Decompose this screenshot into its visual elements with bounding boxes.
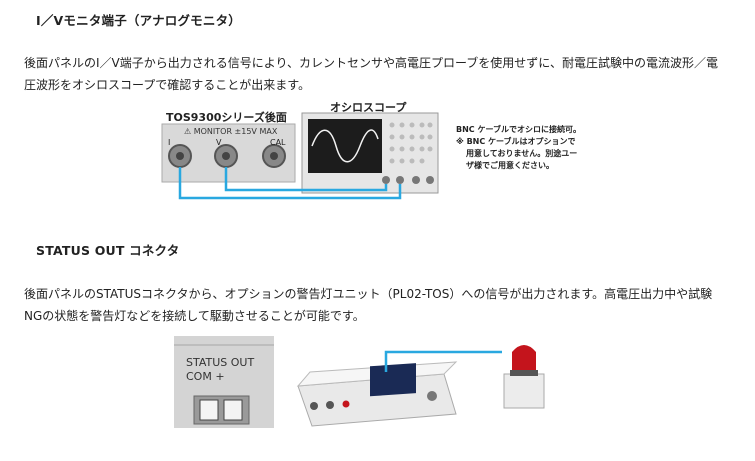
section-paragraph-status-out: 後面パネルのSTATUSコネクタから、オプションの警告灯ユニット（PL02-TO… [24,287,713,323]
warning-lamp-base [503,373,545,409]
port-label-v: V [216,138,222,147]
scope-input-ch1 [382,176,390,184]
tester-display [370,363,416,397]
figure-status-out-drawing [174,336,545,428]
status-out-label-line1: STATUS OUT [186,356,255,369]
figure-iv-monitor-drawing [161,112,439,200]
figure-status-out: STATUS OUT COM + [174,334,550,430]
port-label-cal: CAL [270,138,286,147]
section-heading-status-out: STATUS OUT コネクタ [36,243,180,258]
waveform-line [311,129,379,163]
bnc-note-line1: BNC ケーブルでオシロに接続可。 [456,125,581,134]
rear-panel-title: TOS9300シリーズ後面 [166,111,287,124]
status-out-label-line2: COM + [186,370,225,383]
bnc-note-line4: ザ様でご用意ください。 [466,161,554,170]
bnc-cable-v [224,167,388,192]
bnc-note-line3: 用意しておりません。別途ユー [466,149,578,158]
bnc-cable-i [178,167,402,200]
section-paragraph-iv-monitor: 後面パネルのI／V端子から出力される信号により、カレントセンサや高電圧プローブを… [24,56,718,92]
figure-iv-monitor: TOS9300シリーズ後面 オシロスコープ ⚠ MONITOR ±15V MAX… [160,97,600,207]
section-heading-iv-monitor: I／Vモニタ端子（アナログモニタ） [36,13,241,28]
warning-lamp [512,345,536,370]
oscilloscope-screen [308,119,382,173]
oscilloscope-title: オシロスコープ [330,101,407,114]
status-out-label: STATUS OUT COM + [186,356,254,384]
status-cable [384,350,502,372]
monitor-label: ⚠ MONITOR ±15V MAX [184,127,278,136]
port-label-i: I [168,138,171,147]
scope-input-ch2 [396,176,404,184]
bnc-note: BNC ケーブルでオシロに接続可。 ※ BNC ケーブルはオプションで 用意して… [456,124,598,172]
bnc-note-line2: ※ BNC ケーブルはオプションで [456,137,576,146]
